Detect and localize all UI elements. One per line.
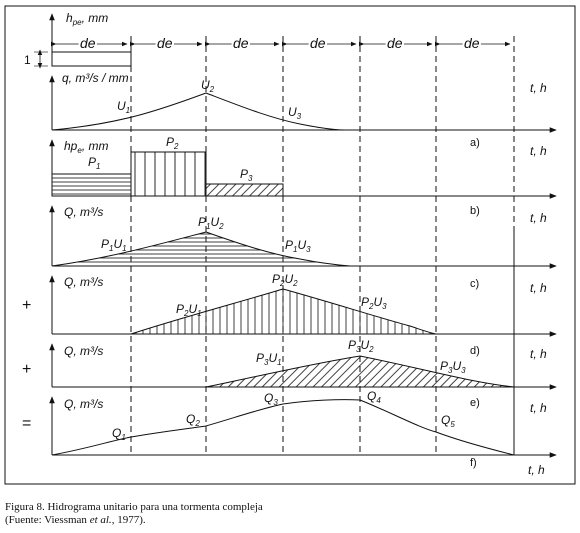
de-label-1: de: [80, 35, 96, 51]
q-tag: a): [470, 137, 480, 149]
p2u-left-label: P2U1: [176, 302, 202, 318]
panel-p1u: Q, m³/s P1U2 P1U1 P1U3 c) t, h: [49, 205, 557, 295]
caption-year: , 1977).: [111, 514, 146, 526]
hp-axis-label: hpe, mm: [64, 139, 108, 155]
q1-label: Q1: [112, 426, 126, 442]
p1u-tag: c): [470, 278, 479, 290]
unit-rainfall-block: [51, 51, 132, 67]
hp-time-axis-label: t, h: [530, 211, 547, 225]
q2-label: Q2: [186, 412, 200, 428]
p3u-right-label: P3U3: [440, 359, 466, 375]
top-time-axis-label: t, h: [530, 81, 547, 95]
p1-label: P1: [88, 155, 100, 171]
p3-label: P3: [240, 167, 253, 183]
p1u-axis-label: Q, m³/s: [64, 205, 103, 219]
q-time-axis-label: t, h: [530, 144, 547, 158]
time-separators: [130, 36, 515, 455]
caption-source: (Fuente: Viessman: [5, 514, 90, 526]
p3u-axis-label: Q, m³/s: [64, 344, 103, 358]
panel-p3u: + Q, m³/s P3U2 P3U1 P3U3 e) t, h: [22, 338, 557, 415]
de-label-4: de: [310, 35, 326, 51]
p2u-time-axis-label: t, h: [530, 347, 547, 361]
top-band: hpe, mm 1 de de de de de de t, h: [24, 11, 547, 95]
panel-p2u: + Q, m³/s P2U2 P2U1 P2U3 d) t, h: [22, 272, 557, 361]
p3u-left-label: P3U1: [256, 351, 282, 367]
unit-hydrograph-curve: [51, 92, 346, 131]
p2u-hydrograph: [130, 288, 437, 335]
de-label-2: de: [157, 35, 173, 51]
caption-line-2: (Fuente: Viessman et al., 1977).: [5, 514, 575, 527]
caption-et-al: et al.: [89, 514, 112, 526]
total-operator: =: [22, 415, 31, 432]
p2u-tag: d): [470, 345, 480, 357]
u2-label: U2: [201, 78, 215, 94]
q4-label: Q4: [367, 389, 381, 405]
p1-block: [51, 173, 132, 197]
p3u-peak-label: P3U2: [348, 338, 374, 354]
p3-block: [205, 183, 284, 197]
q-axis-label: q, m³/s / mm: [62, 71, 129, 85]
de-label-6: de: [464, 35, 480, 51]
de-label-3: de: [233, 35, 249, 51]
q3-label: Q3: [264, 391, 278, 407]
outer-frame: [4, 5, 576, 485]
p2-block: [130, 151, 207, 197]
p1u-peak-label: P1U2: [198, 215, 224, 231]
p3u-tag: e): [470, 397, 480, 409]
q5-label: Q5: [441, 413, 455, 429]
p1u-time-axis-label: t, h: [530, 281, 547, 295]
caption-line-1: Figura 8. Hidrograma unitario para una t…: [5, 501, 263, 513]
total-hydrograph-curve: [51, 399, 515, 456]
hp-tag: b): [470, 205, 480, 217]
p1u-right-label: P1U3: [285, 238, 311, 254]
total-axis-label: Q, m³/s: [64, 397, 103, 411]
p3u-operator: +: [22, 361, 31, 378]
p2u-operator: +: [22, 297, 31, 314]
panel-total: = Q, m³/s Q1 Q2 Q3 Q4 Q5 f) t, h: [22, 389, 557, 477]
unit-hydrograph-diagram: hpe, mm 1 de de de de de de t, h q, m³/s…: [4, 5, 576, 485]
p2u-axis-label: Q, m³/s: [64, 275, 103, 289]
u3-label: U3: [288, 105, 302, 121]
hpe-axis-label: hpe, mm: [66, 11, 108, 27]
p2u-right-label: P2U3: [361, 295, 387, 311]
p3u-time-axis-label: t, h: [530, 401, 547, 415]
unit-rainfall-one-label: 1: [24, 53, 31, 67]
p1u-hydrograph: [51, 231, 351, 267]
panel-unit-hydrograph: q, m³/s / mm U1 U2 U3 a) t, h: [49, 71, 557, 158]
total-time-axis-label: t, h: [528, 463, 545, 477]
u1-label: U1: [117, 99, 130, 115]
figure-caption: Figura 8. Hidrograma unitario para una t…: [5, 501, 575, 527]
total-tag: f): [470, 457, 477, 469]
p2-label: P2: [166, 135, 179, 151]
p2u-peak-label: P2U2: [272, 272, 298, 288]
panel-hyetograph: hpe, mm P1 P2 P3 b) t, h: [49, 135, 557, 225]
p3u-hydrograph: [205, 355, 515, 388]
p1u-left-label: P1U1: [101, 237, 127, 253]
de-label-5: de: [387, 35, 403, 51]
